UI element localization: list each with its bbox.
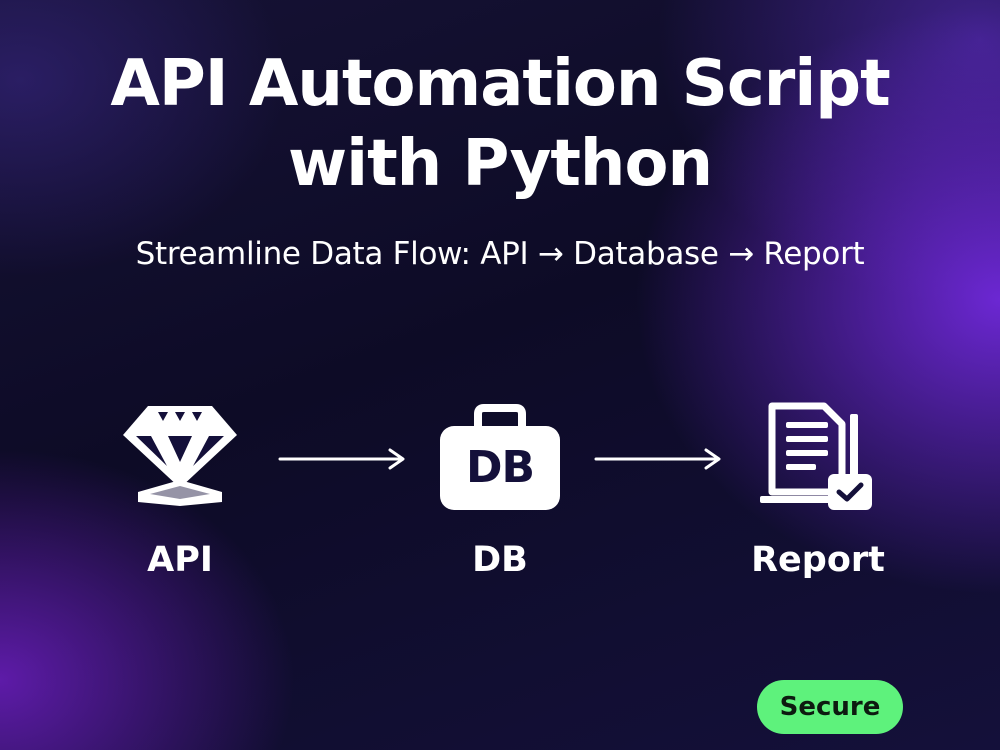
gem-icon bbox=[123, 406, 237, 506]
node-label-report: Report bbox=[751, 540, 885, 580]
title-line-1: API Automation Script bbox=[110, 47, 890, 121]
subtitle: Streamline Data Flow: API → Database → R… bbox=[135, 236, 865, 272]
node-label-db: DB bbox=[472, 540, 528, 580]
title-line-2: with Python bbox=[288, 127, 713, 201]
arrow-right-icon bbox=[594, 448, 721, 470]
db-case-text: DB bbox=[465, 442, 535, 493]
arrow-right-icon bbox=[278, 448, 405, 470]
secure-badge: Secure bbox=[757, 680, 903, 734]
page-title: API Automation Script with Python bbox=[0, 44, 1000, 204]
node-label-api: API bbox=[147, 540, 213, 580]
report-document-icon bbox=[760, 402, 872, 510]
db-case-icon: DB bbox=[438, 404, 562, 512]
